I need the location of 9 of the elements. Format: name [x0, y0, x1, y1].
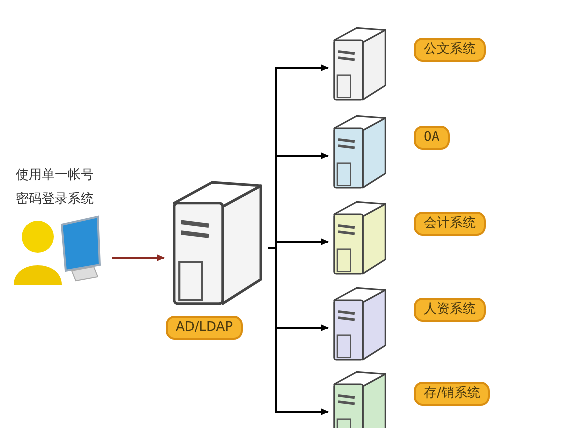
label-badge: 公文系统 [414, 38, 486, 62]
label-badge: 存/销系统 [414, 382, 490, 406]
label-badge: OA [414, 126, 450, 150]
label-badge: 人资系统 [414, 298, 486, 322]
label-badge: 会计系统 [414, 212, 486, 236]
arrow [112, 254, 165, 262]
label-badge: AD/LDAP [166, 316, 244, 340]
caption-text: 使用单一帐号密码登录系统 [16, 167, 95, 209]
arrow [268, 247, 329, 416]
